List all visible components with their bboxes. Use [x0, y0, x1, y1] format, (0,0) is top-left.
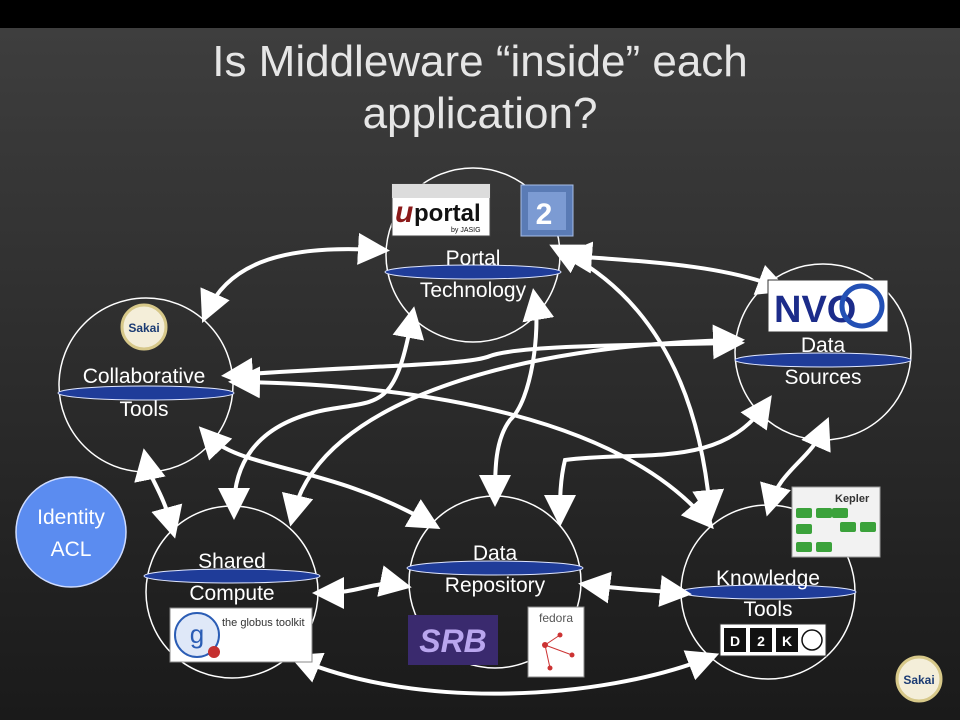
arrow-repo-knowledge	[578, 571, 692, 607]
connector-arrows	[134, 232, 831, 696]
arrow-collab-shared	[134, 448, 183, 539]
srb-logo: SRB	[408, 615, 498, 665]
repo-label-1: Data	[473, 542, 518, 565]
title-line-1: Is Middleware “inside” each	[212, 37, 748, 86]
sakai-corner-logo-icon: Sakai	[895, 655, 943, 703]
node-collaborative-tools: Collaborative Tools	[57, 297, 235, 473]
arrow-portal-collab	[200, 232, 390, 323]
shared-label-2: Compute	[189, 582, 274, 605]
globus-g: g	[190, 619, 204, 649]
portal-label-1: Portal	[446, 247, 501, 270]
fedora-logo: fedora	[527, 606, 585, 678]
d2k-d: D	[730, 633, 740, 649]
uportal-u: u	[395, 196, 413, 229]
arrow-collab-sources	[221, 327, 745, 390]
collab-label-1: Collaborative	[83, 365, 206, 388]
knowledge-label-2: Tools	[743, 598, 792, 621]
d2k-two: 2	[757, 633, 765, 649]
kepler-logo: Kepler	[791, 486, 881, 558]
arrow-sources-shared	[282, 324, 745, 527]
repo-label-2: Repository	[445, 574, 546, 597]
globus-logo: g the globus toolkit	[169, 607, 313, 663]
gridsphere-logo-icon: 2	[520, 184, 574, 237]
nvo-logo: NVO	[767, 279, 889, 333]
srb-logo-text: SRB	[419, 623, 487, 659]
uportal-by: by JASIG	[451, 227, 481, 234]
arrow-sources-knowledge	[760, 417, 831, 517]
arrow-collab-repo	[198, 426, 441, 530]
d2k-logo: D 2 K	[719, 623, 827, 657]
shared-label-1: Shared	[198, 550, 266, 573]
portal-label-2: Technology	[420, 279, 527, 302]
identity-label-1: Identity	[37, 506, 105, 529]
sakai-corner-logo-text: Sakai	[903, 673, 934, 687]
uportal-word: portal	[414, 200, 481, 227]
arrow-portal-sources	[560, 241, 790, 295]
arrow-shared-knowledge	[288, 650, 720, 696]
sources-label-1: Data	[801, 334, 846, 357]
knowledge-label-1: Knowledge	[716, 567, 820, 590]
d2k-k: K	[782, 633, 792, 649]
globus-text: the globus toolkit	[222, 617, 305, 629]
arrow-portal-knowledge	[549, 244, 725, 522]
arrow-sources-repo	[544, 395, 772, 527]
gridsphere-digit: 2	[536, 198, 553, 231]
node-identity-acl: Identity ACL	[15, 476, 127, 588]
arrow-portal-repo	[479, 288, 555, 507]
sakai-logo-text: Sakai	[128, 321, 159, 335]
fedora-logo-text: fedora	[539, 611, 573, 625]
arrow-shared-repo	[312, 565, 412, 609]
kepler-logo-text: Kepler	[835, 493, 870, 505]
sources-label-2: Sources	[784, 366, 861, 389]
identity-label-2: ACL	[51, 538, 92, 561]
title-line-2: application?	[362, 89, 598, 138]
sakai-logo-icon: Sakai	[120, 303, 168, 351]
uportal-logo: u portal by JASIG	[391, 183, 491, 237]
slide-title: Is Middleware “inside” each application?	[0, 36, 960, 140]
collab-label-2: Tools	[119, 398, 168, 421]
